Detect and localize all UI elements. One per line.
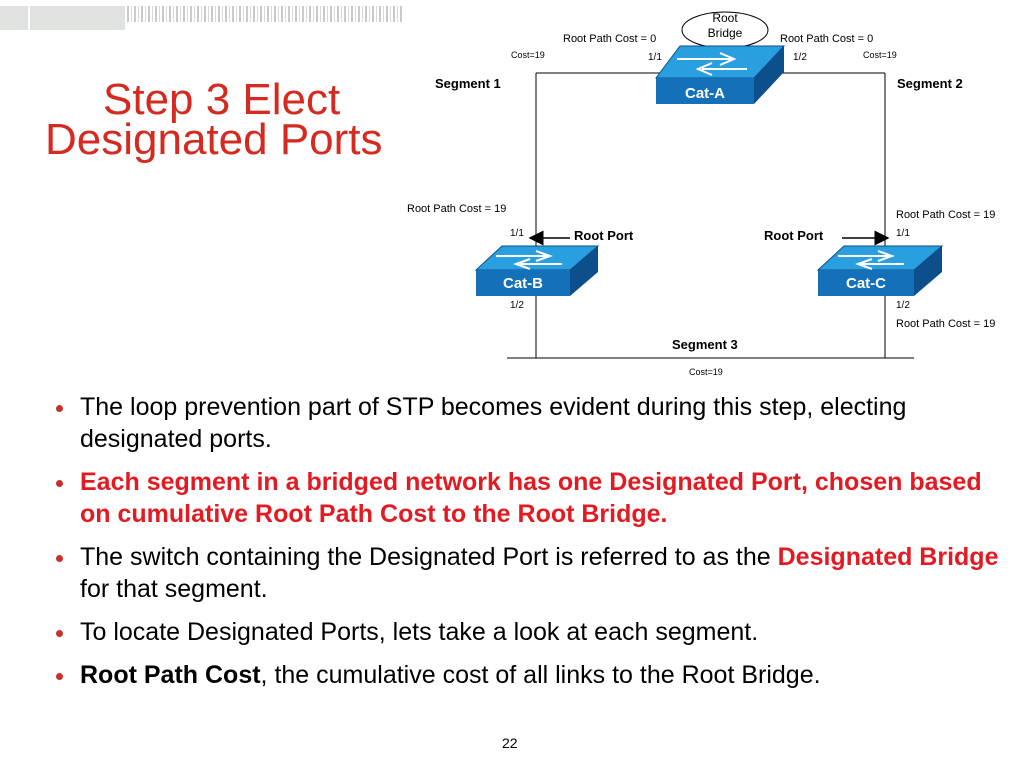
switch-arrows-icon xyxy=(677,52,747,76)
slide-number: 22 xyxy=(502,735,518,751)
switch-front-face xyxy=(656,78,754,104)
header-decoration xyxy=(0,0,402,30)
stp-topology-diagram: Root Bridge Cat-A Cat-B Cat-C xyxy=(402,6,1024,386)
cost-label-segment-2: Cost=19 xyxy=(863,50,897,60)
bullet-text: The switch containing the Designated Por… xyxy=(80,543,778,571)
bullet-list: The loop prevention part of STP becomes … xyxy=(50,391,1010,702)
root-port-label-cat-c: Root Port xyxy=(764,228,824,243)
root-port-label-cat-b: Root Port xyxy=(574,228,634,243)
header-barcode-stripes xyxy=(127,6,402,22)
slide-title-line2: Designated Ports xyxy=(45,115,383,164)
bullet-item: Each segment in a bridged network has on… xyxy=(50,466,1010,530)
port-label-cat-a-1-2: 1/2 xyxy=(793,52,807,63)
bullet-text-emphasis: Each segment in a bridged network has on… xyxy=(80,468,982,528)
bullet-text: for that segment. xyxy=(80,575,268,603)
segment-label-2: Segment 2 xyxy=(897,76,963,91)
switch-front-face xyxy=(818,270,914,296)
cost-label-segment-1: Cost=19 xyxy=(511,50,545,60)
header-block xyxy=(0,6,28,30)
bullet-text: , the cumulative cost of all links to th… xyxy=(260,661,821,689)
root-path-cost-term: Root Path Cost xyxy=(80,661,261,689)
bullet-dot-icon xyxy=(56,673,63,680)
bullet-dot-icon xyxy=(56,555,63,562)
root-path-cost-label-cat-b-1-1: Root Path Cost = 19 xyxy=(407,203,506,215)
switch-cat-b: Cat-B xyxy=(474,245,600,296)
switch-side-face xyxy=(914,246,942,296)
bullet-dot-icon xyxy=(56,630,63,637)
port-label-cat-b-1-1: 1/1 xyxy=(510,228,524,239)
root-path-cost-label-cat-c-1-2: Root Path Cost = 19 xyxy=(896,318,995,330)
switch-label-cat-b: Cat-B xyxy=(503,275,543,292)
port-label-cat-b-1-2: 1/2 xyxy=(510,300,524,311)
bullet-dot-icon xyxy=(56,480,63,487)
switch-label-cat-a: Cat-A xyxy=(685,85,725,102)
root-bridge-label: Root xyxy=(712,11,738,25)
header-block xyxy=(30,6,125,30)
switch-cat-a: Cat-A xyxy=(655,45,786,104)
segment-label-3: Segment 3 xyxy=(672,337,738,352)
bullet-item: The switch containing the Designated Por… xyxy=(50,541,1010,605)
root-bridge-label: Bridge xyxy=(708,26,743,40)
bullet-item: The loop prevention part of STP becomes … xyxy=(50,391,1010,455)
switch-side-face xyxy=(570,246,598,296)
slide-title: Step 3 Elect Designated Ports xyxy=(45,75,383,164)
bullet-text: To locate Designated Ports, lets take a … xyxy=(80,618,759,646)
bullet-text: The loop prevention part of STP becomes … xyxy=(80,393,907,453)
designated-bridge-term: Designated Bridge xyxy=(777,543,999,571)
port-label-cat-c-1-1: 1/1 xyxy=(896,228,910,239)
port-label-cat-c-1-2: 1/2 xyxy=(896,300,910,311)
segment-label-1: Segment 1 xyxy=(435,76,501,91)
bullet-dot-icon xyxy=(56,405,63,412)
slide-title-line1: Step 3 Elect xyxy=(103,75,341,124)
switch-side-face xyxy=(754,46,784,104)
switch-front-face xyxy=(476,270,570,296)
bullet-item: Root Path Cost, the cumulative cost of a… xyxy=(50,659,1010,691)
root-path-cost-label-cat-c-1-1: Root Path Cost = 19 xyxy=(896,209,995,221)
root-path-cost-label-cat-a-1-1: Root Path Cost = 0 xyxy=(563,33,656,45)
root-path-cost-label-cat-a-1-2: Root Path Cost = 0 xyxy=(780,33,873,45)
switch-arrows-icon xyxy=(496,250,562,270)
switch-arrows-icon xyxy=(838,250,904,270)
switch-cat-c: Cat-C xyxy=(816,245,944,296)
port-label-cat-a-1-1: 1/1 xyxy=(648,52,662,63)
bullet-item: To locate Designated Ports, lets take a … xyxy=(50,616,1010,648)
switch-label-cat-c: Cat-C xyxy=(846,275,886,292)
cost-label-segment-3: Cost=19 xyxy=(689,367,723,377)
